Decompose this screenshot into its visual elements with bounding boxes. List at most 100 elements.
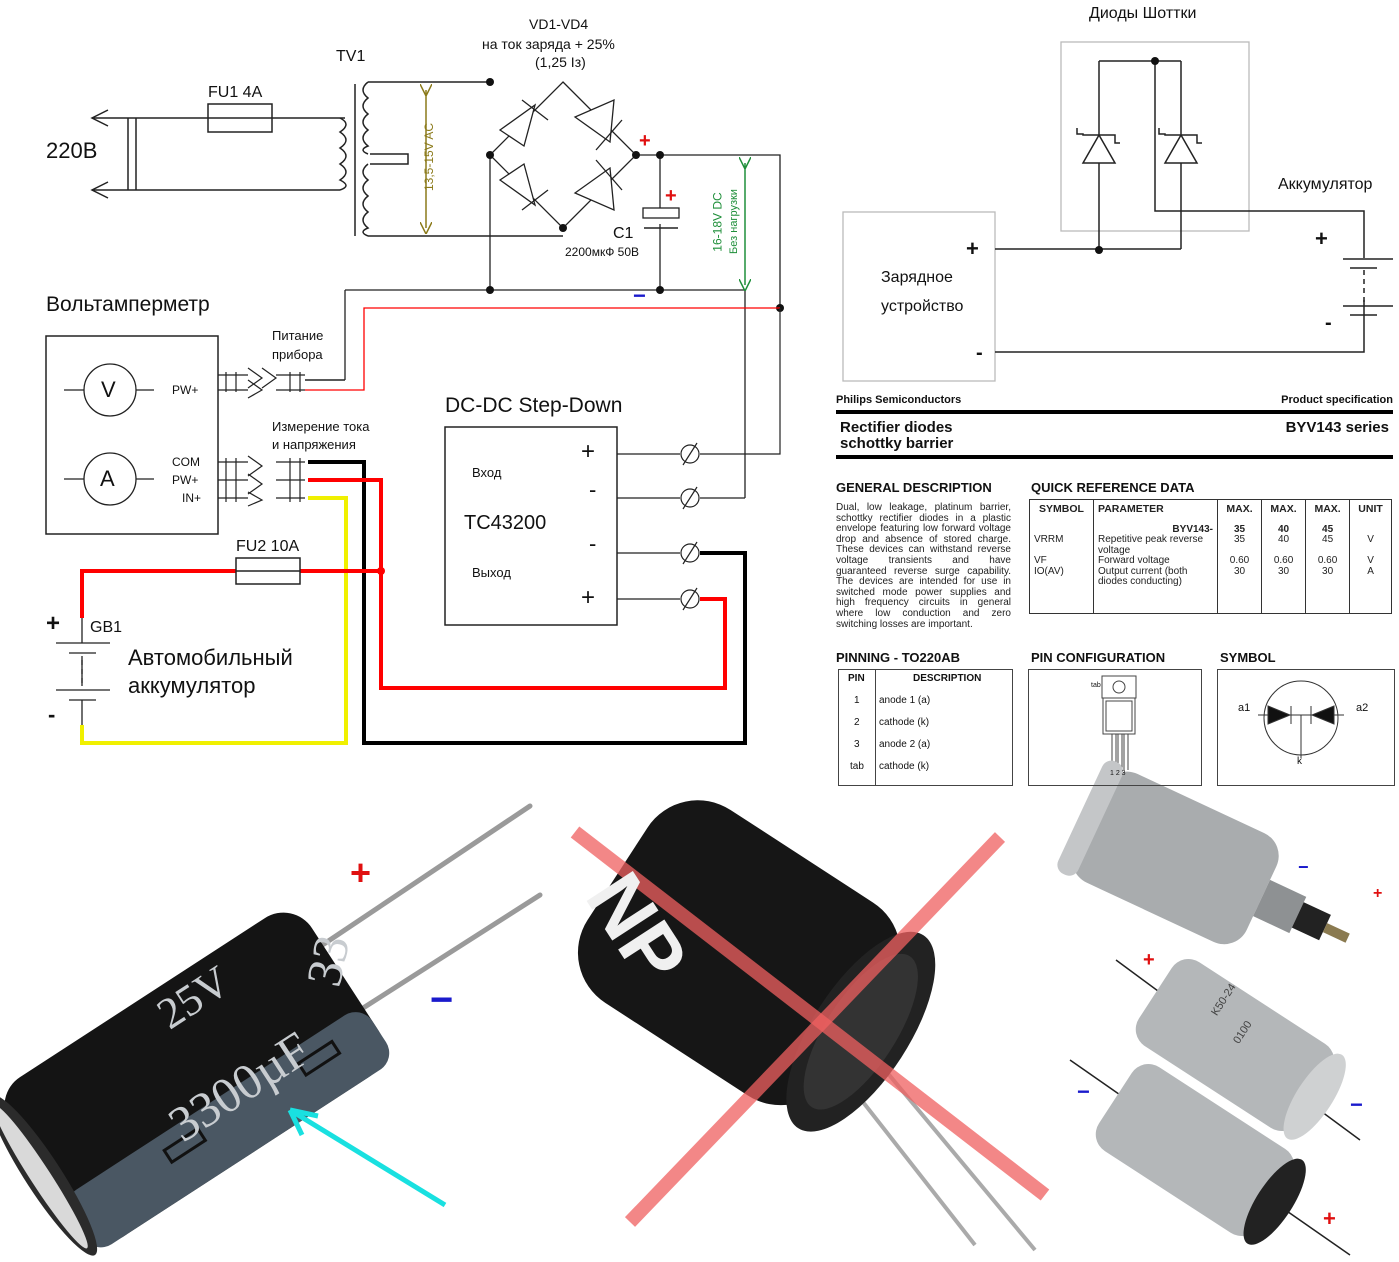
schottky-battery-label: Аккумулятор bbox=[1278, 176, 1373, 193]
general-description-text: Dual, low leakage, platinum barrier, sch… bbox=[836, 502, 1011, 630]
qr-row: VF Forward voltage 0.60 0.60 0.60 V bbox=[1029, 555, 1392, 567]
pin-config-numbers: 1 2 3 bbox=[1110, 770, 1126, 777]
measure-label-2: и напряжения bbox=[272, 437, 356, 452]
cap-value: 2200мкФ 50В bbox=[565, 245, 640, 259]
dual-diode-symbol bbox=[1258, 680, 1344, 758]
pin-2-desc: cathode (k) bbox=[879, 717, 930, 728]
schottky-wiring bbox=[995, 60, 1393, 353]
dc-voltage-label: 16-18V DC bbox=[710, 192, 725, 252]
ds-series: BYV143 series bbox=[1285, 419, 1389, 436]
pw-wire-red bbox=[308, 478, 727, 690]
photo-soviet-capacitors bbox=[1057, 760, 1361, 1256]
ds-company: Philips Semiconductors bbox=[836, 394, 962, 406]
qr-row: IO(AV) Output current (both diodes condu… bbox=[1029, 566, 1392, 614]
qr-header-parameter: PARAMETER bbox=[1093, 499, 1218, 519]
soviet-cap2-minus: − bbox=[1350, 1092, 1363, 1117]
pw-plus-top: PW+ bbox=[172, 383, 199, 397]
photo-electrolytic-capacitor bbox=[0, 803, 543, 1256]
ds-doc-type: Product specification bbox=[1281, 394, 1393, 406]
pinning-title: PINNING - TO220AB bbox=[836, 650, 961, 665]
bridge-note-1: на ток заряда + 25% bbox=[482, 36, 615, 52]
pin-config-title: PIN CONFIGURATION bbox=[1031, 650, 1166, 665]
cross-line-2 bbox=[624, 832, 1006, 1227]
symbol-box bbox=[1217, 669, 1395, 786]
transformer-label: TV1 bbox=[336, 48, 366, 65]
bridge-plus: + bbox=[639, 130, 651, 152]
qr-row: VRRM Repetitive peak reverse voltage 35 … bbox=[1029, 534, 1392, 556]
pin-tab-desc: cathode (k) bbox=[879, 761, 930, 772]
charger-label-1: Зарядное bbox=[881, 269, 953, 286]
com-wire-black bbox=[308, 460, 747, 745]
voltammeter-title: Вольтамперметр bbox=[46, 293, 210, 316]
dcdc-model: TC43200 bbox=[464, 512, 547, 534]
cap-plus: + bbox=[665, 185, 677, 207]
fuse1-label: FU1 4A bbox=[208, 84, 263, 101]
com-label: COM bbox=[172, 455, 200, 469]
in-wire-yellow bbox=[80, 496, 348, 745]
pin-1-desc: anode 1 (a) bbox=[879, 695, 931, 706]
pin-3: 3 bbox=[854, 739, 860, 750]
dc-no-load-label: Без нагрузки bbox=[727, 189, 740, 254]
junction-dots bbox=[486, 78, 784, 312]
soviet-cap3-plus: + bbox=[1323, 1206, 1336, 1231]
pinning-table: PIN DESCRIPTION 1 anode 1 (a) 2 cathode … bbox=[838, 669, 1013, 786]
charger-plus: + bbox=[966, 236, 979, 261]
electrolytic-partial-marking: 33 bbox=[295, 930, 361, 992]
cross-line-1 bbox=[570, 826, 1050, 1201]
qr-header-symbol: SYMBOL bbox=[1029, 499, 1094, 519]
ds-title-1: Rectifier diodes bbox=[840, 419, 953, 436]
in-plus-label: IN+ bbox=[182, 491, 202, 505]
ac-voltage-label: 13,5-15V AC bbox=[422, 122, 437, 192]
dcdc-terminals bbox=[617, 308, 781, 611]
dcdc-in-minus: - bbox=[589, 477, 597, 502]
symbol-a1: a1 bbox=[1238, 702, 1251, 714]
power-wire-red bbox=[305, 307, 780, 391]
meter-symbols bbox=[64, 363, 154, 506]
charger-box bbox=[842, 211, 996, 382]
symbol-title: SYMBOL bbox=[1220, 650, 1276, 665]
pin-3-desc: anode 2 (a) bbox=[879, 739, 931, 750]
meter-v-letter: V bbox=[101, 377, 116, 402]
dcdc-title: DC-DC Step-Down bbox=[445, 394, 623, 417]
soviet-cap1-minus: − bbox=[1298, 857, 1309, 877]
voltammeter-box bbox=[45, 335, 219, 535]
qr-header-max3: MAX. bbox=[1305, 499, 1351, 519]
charger-minus: - bbox=[976, 342, 983, 364]
electrolytic-plus: + bbox=[350, 852, 372, 893]
dcdc-box bbox=[444, 426, 618, 626]
soviet-cap3-minus: − bbox=[1077, 1079, 1090, 1104]
battery-gb1 bbox=[56, 618, 110, 725]
symbol-k: k bbox=[1297, 756, 1302, 767]
connectors bbox=[218, 367, 305, 507]
schottky-title: Диоды Шоттки bbox=[1089, 5, 1197, 22]
battery-plus: + bbox=[46, 610, 61, 637]
dcdc-input-label: Вход bbox=[472, 465, 502, 480]
battery-wire-red bbox=[80, 569, 381, 618]
electrolytic-minus: − bbox=[430, 978, 454, 1022]
charger-label-2: устройство bbox=[881, 298, 964, 315]
pin-config-tab-label: tab bbox=[1091, 682, 1101, 689]
measure-label-1: Измерение тока bbox=[272, 419, 370, 434]
desc-header: DESCRIPTION bbox=[913, 673, 982, 684]
quick-ref-title: QUICK REFERENCE DATA bbox=[1031, 480, 1195, 495]
qr-row: BYV143- 35 40 45 bbox=[1029, 518, 1392, 535]
pin-config-box bbox=[1028, 669, 1202, 786]
battery-name-2: аккумулятор bbox=[128, 673, 256, 698]
schottky-battery-plus: + bbox=[1315, 226, 1328, 251]
soviet-cap2-plus: + bbox=[1143, 949, 1155, 971]
mains-label: 220B bbox=[46, 138, 98, 163]
qr-header-max2: MAX. bbox=[1261, 499, 1307, 519]
pin-tab: tab bbox=[850, 761, 864, 772]
dcdc-in-plus: + bbox=[581, 438, 596, 465]
ds-rule-top bbox=[836, 410, 1393, 414]
quick-ref-table: SYMBOL PARAMETER MAX. MAX. MAX. UNIT BYV… bbox=[1029, 499, 1392, 614]
polarity-arrow bbox=[288, 1107, 447, 1208]
battery-ref: GB1 bbox=[90, 619, 123, 636]
pw-plus-bottom: PW+ bbox=[172, 473, 199, 487]
power-label-2: прибора bbox=[272, 347, 323, 362]
cap-label: C1 bbox=[613, 225, 634, 242]
dcdc-output-label: Выход bbox=[472, 565, 511, 580]
capacitor-c1 bbox=[642, 207, 680, 219]
dcdc-out-minus: - bbox=[589, 531, 597, 556]
